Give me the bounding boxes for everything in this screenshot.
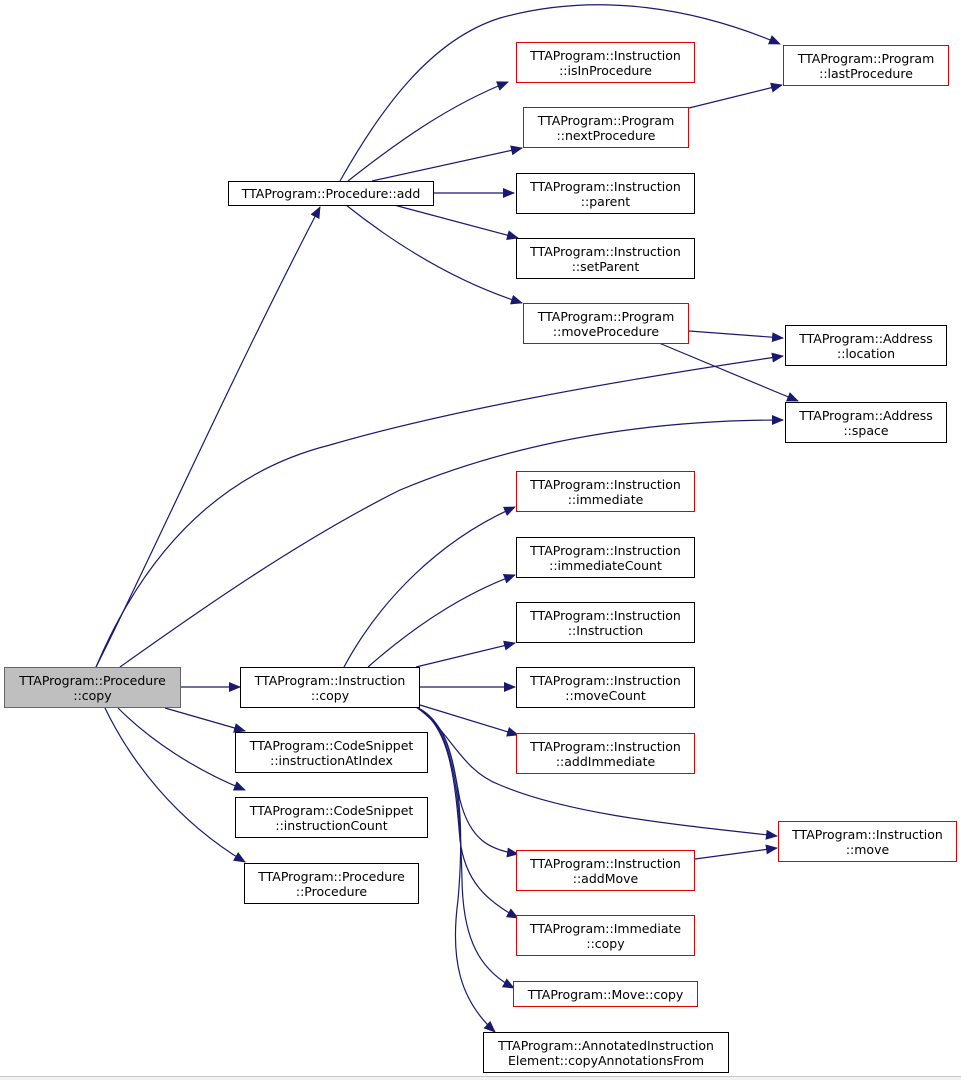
node-line1: TTAProgram::Procedure: [19, 672, 166, 688]
edge-copy-to-add: [95, 206, 321, 668]
node-line1: TTAProgram::Instruction: [530, 243, 681, 259]
edge-instrcopy-to-immediatecopy: [415, 706, 519, 919]
edge-add-to-setparent: [393, 204, 519, 241]
node-line1: TTAProgram::Instruction: [254, 672, 406, 688]
node-line2: ::setParent: [571, 258, 640, 274]
node-line1: TTAProgram::Instruction: [530, 607, 681, 623]
edge-copy-to-procedure: [104, 707, 246, 863]
node-instruction-immediate[interactable]: TTAProgram::Instruction ::immediate: [516, 471, 695, 512]
node-line2: ::move: [845, 841, 890, 857]
node-line1: TTAProgram::Address: [799, 330, 933, 346]
node-line2: ::copy: [586, 935, 625, 951]
node-line1: TTAProgram::Address: [799, 407, 933, 423]
node-line2: ::nextProcedure: [556, 127, 656, 143]
edge-moveprocedure-to-space: [658, 342, 799, 402]
node-line1: TTAProgram::Procedure::add: [241, 186, 421, 201]
node-line2: ::addMove: [572, 870, 639, 886]
node-line1: TTAProgram::AnnotatedInstruction: [498, 1037, 714, 1053]
node-line1: TTAProgram::Instruction: [792, 826, 943, 842]
node-line1: TTAProgram::Instruction: [530, 542, 681, 558]
node-line1: TTAProgram::Move::copy: [527, 986, 684, 1002]
node-instruction-copy[interactable]: TTAProgram::Instruction ::copy: [240, 667, 420, 708]
node-line1: TTAProgram::Instruction: [530, 672, 681, 688]
node-line1: TTAProgram::Instruction: [530, 738, 681, 754]
node-line2: ::copy: [310, 687, 350, 703]
node-codesnippet-instructionatindex[interactable]: TTAProgram::CodeSnippet ::instructionAtI…: [235, 732, 428, 773]
node-line2: ::lastProcedure: [819, 65, 913, 81]
node-line2: ::isInProcedure: [559, 62, 652, 78]
edge-add-to-moveprocedure: [345, 204, 523, 305]
node-procedure-add[interactable]: TTAProgram::Procedure::add: [228, 181, 434, 206]
node-line2: Element::copyAnnotationsFrom: [507, 1052, 705, 1068]
node-line1: TTAProgram::Instruction: [530, 178, 681, 194]
node-instruction-movecount[interactable]: TTAProgram::Instruction ::moveCount: [516, 667, 695, 708]
node-procedure-procedure[interactable]: TTAProgram::Procedure ::Procedure: [244, 863, 419, 904]
bottom-scrollbar-edge: [0, 1076, 961, 1080]
edge-copy-to-instructioncount: [117, 707, 246, 791]
edge-instrcopy-to-movecopy: [415, 706, 515, 989]
node-line2: ::immediateCount: [549, 557, 662, 573]
node-line2: ::copy: [73, 687, 112, 703]
node-line1: TTAProgram::Program: [537, 112, 675, 128]
node-line1: TTAProgram::Instruction: [530, 855, 681, 871]
node-program-lastprocedure[interactable]: TTAProgram::Program ::lastProcedure: [783, 45, 949, 86]
node-line2: ::moveProcedure: [552, 323, 660, 339]
node-instruction-addimmediate[interactable]: TTAProgram::Instruction ::addImmediate: [516, 733, 695, 774]
edge-instrcopy-to-addimmediate: [419, 704, 519, 737]
node-line1: TTAProgram::CodeSnippet: [249, 802, 414, 818]
node-line2: ::location: [836, 345, 896, 361]
edge-instrcopy-to-immediate: [343, 506, 516, 668]
edge-addmove-to-move: [694, 844, 778, 860]
node-line2: ::moveCount: [565, 687, 646, 703]
edge-nextprocedure-to-lastprocedure: [688, 82, 783, 109]
node-line1: TTAProgram::CodeSnippet: [249, 737, 414, 753]
node-instruction-parent[interactable]: TTAProgram::Instruction ::parent: [516, 173, 695, 214]
node-address-space[interactable]: TTAProgram::Address ::space: [785, 402, 947, 443]
node-line1: TTAProgram::Program: [797, 50, 935, 66]
edge-instrcopy-to-move: [415, 706, 778, 840]
node-line2: ::addImmediate: [555, 753, 656, 769]
edge-copy-to-space: [119, 415, 784, 668]
edge-instrcopy-to-addmove: [415, 706, 519, 858]
node-move-copy[interactable]: TTAProgram::Move::copy: [513, 981, 698, 1007]
node-line2: ::Procedure: [295, 883, 368, 899]
node-annotatedinstructionelement-copyannotationsfrom[interactable]: TTAProgram::AnnotatedInstruction Element…: [483, 1032, 729, 1073]
edge-copy-to-instructionatindex: [164, 707, 246, 733]
node-immediate-copy[interactable]: TTAProgram::Immediate ::copy: [516, 915, 695, 956]
node-program-moveprocedure[interactable]: TTAProgram::Program ::moveProcedure: [523, 303, 689, 344]
node-instruction-move[interactable]: TTAProgram::Instruction ::move: [778, 821, 957, 862]
node-instruction-immediatecount[interactable]: TTAProgram::Instruction ::immediateCount: [516, 537, 695, 578]
node-instruction-setparent[interactable]: TTAProgram::Instruction ::setParent: [516, 238, 695, 279]
edge-instrcopy-to-instruction: [415, 640, 516, 668]
edge-add-to-nextprocedure: [371, 145, 523, 182]
node-address-location[interactable]: TTAProgram::Address ::location: [785, 325, 947, 366]
node-codesnippet-instructioncount[interactable]: TTAProgram::CodeSnippet ::instructionCou…: [235, 797, 428, 838]
node-line2: ::immediate: [567, 491, 644, 507]
node-line1: TTAProgram::Instruction: [530, 47, 681, 63]
node-line2: ::Instruction: [567, 622, 644, 638]
edge-copy-to-location: [95, 352, 784, 668]
edge-add-to-isinprocedure: [347, 81, 509, 182]
node-line2: ::parent: [580, 193, 631, 209]
node-instruction-instruction[interactable]: TTAProgram::Instruction ::Instruction: [516, 602, 695, 643]
node-line1: TTAProgram::Immediate: [529, 920, 682, 936]
node-line2: ::instructionAtIndex: [270, 752, 393, 768]
node-line1: TTAProgram::Program: [537, 308, 675, 324]
edge-instrcopy-to-annotated: [415, 706, 496, 1033]
node-instruction-isinprocedure[interactable]: TTAProgram::Instruction ::isInProcedure: [516, 42, 695, 83]
node-line1: TTAProgram::Instruction: [530, 476, 681, 492]
edge-moveprocedure-to-location: [688, 330, 784, 343]
edge-instrcopy-to-immediatecount: [367, 574, 516, 668]
node-line2: ::space: [843, 422, 889, 438]
node-instruction-addmove[interactable]: TTAProgram::Instruction ::addMove: [516, 850, 695, 891]
node-program-nextprocedure[interactable]: TTAProgram::Program ::nextProcedure: [523, 107, 689, 148]
edge-add-to-lastprocedure: [339, 4, 781, 182]
node-procedure-copy[interactable]: TTAProgram::Procedure ::copy: [4, 667, 181, 708]
node-line1: TTAProgram::Procedure: [258, 868, 405, 884]
node-line2: ::instructionCount: [275, 817, 388, 833]
